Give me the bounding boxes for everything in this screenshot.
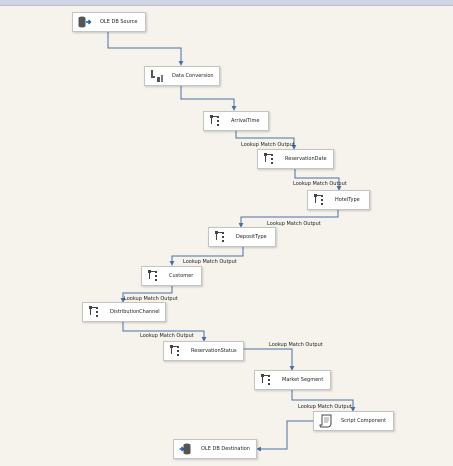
deposittype-lookup-node[interactable]: DepositType	[208, 227, 276, 247]
connector-deposittype-to-customer	[169, 247, 244, 266]
customer-lookup-node[interactable]: Customer	[141, 266, 202, 286]
node-label: ReservationStatus	[191, 348, 237, 354]
connector-conversion-to-arrivaltime	[180, 86, 237, 111]
connector-label: Lookup Match Output	[183, 259, 237, 265]
script-icon	[319, 414, 333, 428]
top-header-bar	[0, 0, 453, 6]
connector-label: Lookup Match Output	[124, 296, 178, 302]
node-label: Data Conversion	[172, 73, 214, 79]
connector-reservationstatus-to-marketsegment	[243, 348, 295, 371]
node-label: DistributionChannel	[110, 309, 160, 315]
node-label: ReservationDate	[285, 156, 327, 162]
lookup-icon	[209, 114, 223, 128]
hoteltype-lookup-node[interactable]: HotelType	[307, 190, 370, 210]
node-label: OLE DB Source	[100, 19, 138, 25]
lookup-icon	[263, 152, 277, 166]
connector-distributionchannel-to-reservationstatus	[122, 322, 207, 342]
oledb-destination-node[interactable]: OLE DB Destination	[173, 439, 257, 459]
data-conversion-node[interactable]: Data Conversion	[144, 66, 220, 86]
lookup-icon	[214, 230, 228, 244]
reservationdate-lookup-node[interactable]: ReservationDate	[257, 149, 334, 169]
distributionchannel-lookup-node[interactable]: DistributionChannel	[82, 302, 166, 322]
connector-label: Lookup Match Output	[298, 404, 352, 410]
node-label: Market Segment	[282, 377, 324, 383]
connector-scriptcomponent-to-destination	[256, 420, 316, 452]
connector-reservationdate-to-hoteltype	[294, 169, 342, 191]
connector-label: Lookup Match Output	[241, 142, 295, 148]
lookup-icon	[169, 344, 183, 358]
data-conversion-icon	[150, 69, 164, 83]
connector-hoteltype-to-deposittype	[238, 210, 339, 228]
node-label: OLE DB Destination	[201, 446, 251, 452]
connector-label: Lookup Match Output	[267, 221, 321, 227]
node-label: Customer	[169, 273, 194, 279]
lookup-icon	[260, 373, 274, 387]
connector-marketsegment-to-scriptcomponent	[291, 389, 356, 412]
script-component-node[interactable]: Script Component	[313, 411, 394, 431]
lookup-icon	[147, 269, 161, 283]
marketsegment-lookup-node[interactable]: Market Segment	[254, 370, 331, 390]
reservationstatus-lookup-node[interactable]: ReservationStatus	[163, 341, 244, 361]
connector-label: Lookup Match Output	[269, 342, 323, 348]
node-label: ArrivalTime	[231, 118, 260, 124]
data-flow-canvas[interactable]: Lookup Match Output Lookup Match Output …	[0, 6, 453, 466]
node-label: Script Component	[341, 418, 387, 424]
oledb-source-node[interactable]: OLE DB Source	[72, 12, 146, 32]
connector-label: Lookup Match Output	[293, 181, 347, 187]
connector-label: Lookup Match Output	[140, 333, 194, 339]
connector-customer-to-distributionchannel	[120, 286, 173, 303]
node-label: HotelType	[335, 197, 360, 203]
lookup-icon	[313, 193, 327, 207]
connector-arrivaltime-to-reservationdate	[235, 131, 297, 150]
node-label: DepositType	[236, 234, 267, 240]
database-destination-icon	[179, 442, 193, 456]
lookup-icon	[88, 305, 102, 319]
connector-source-to-conversion	[107, 32, 184, 66]
database-source-icon	[78, 15, 92, 29]
arrivaltime-lookup-node[interactable]: ArrivalTime	[203, 111, 269, 131]
